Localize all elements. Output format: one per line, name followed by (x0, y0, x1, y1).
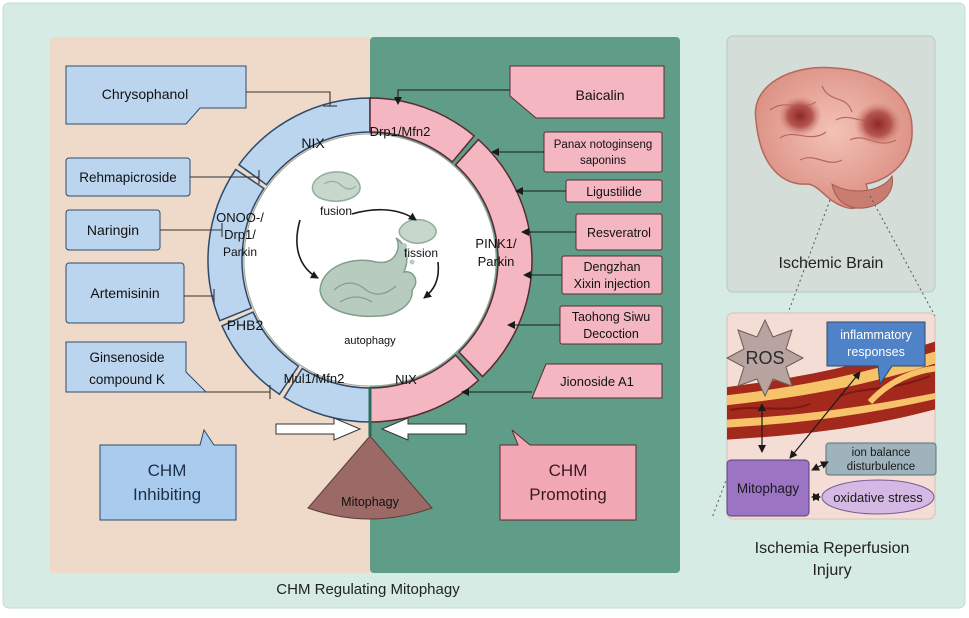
zoom-line-left (711, 199, 831, 519)
brain-illustration (754, 66, 913, 209)
ring-label-mul1: Mul1/Mfn2 (284, 371, 345, 386)
chm-promoting-line1: CHM (549, 461, 588, 480)
cycle-arrow-top (351, 208, 417, 221)
oxidative-stress-ellipse (821, 479, 935, 515)
inflammatory-callout (826, 321, 926, 386)
figure-title: CHM Regulating Mitophagy (276, 581, 460, 598)
mitophagy-cone (307, 435, 433, 520)
baicalin-label: Baicalin (575, 87, 624, 103)
chm-promoting-callout (499, 429, 637, 521)
mitochondrion-fission-icon (398, 218, 437, 244)
ion-balance-line2: disturbulence (847, 461, 915, 473)
inflammatory-line2: responses (847, 345, 905, 359)
ring-label-pink1-line2: Parkin (478, 254, 515, 269)
ring-segment-drp1 (369, 97, 476, 164)
fusion-label: fusion (320, 204, 352, 218)
injury-caption-line2: Injury (812, 562, 851, 579)
taohong-label-line2: Decoction (583, 327, 639, 341)
oxidative-stress-label: oxidative stress (833, 490, 923, 505)
ring-segment-nix-left (237, 97, 371, 186)
resveratrol-label: Resveratrol (587, 226, 651, 240)
ginsenoside-label-line2: compound K (89, 372, 165, 387)
left-white-arrow (275, 417, 362, 441)
convergence-arrows (275, 417, 467, 441)
chrysophanol-label: Chrysophanol (102, 86, 188, 102)
autophagy-mitochondrion-icon (319, 237, 417, 318)
chm-inhibiting-callout (99, 428, 237, 521)
ring-label-pink1-line1: PINK1/ (475, 236, 517, 251)
ring-segment-onoo (207, 168, 265, 322)
inhibition-lines (160, 91, 337, 399)
ischemic-brain-caption: Ischemic Brain (779, 255, 884, 272)
ros-star-icon (725, 318, 805, 398)
mitochondrion-fused-icon (311, 171, 361, 202)
injury-caption-line1: Ischemia Reperfusion (755, 540, 910, 557)
ligustilide-label: Ligustilide (586, 185, 642, 199)
right-white-arrow (380, 417, 467, 441)
ring-label-nix-left: NIX (301, 135, 325, 151)
chrysophanol-box (65, 65, 247, 125)
panax-label-line2: saponins (580, 155, 626, 167)
fusion-arrow (296, 219, 319, 279)
fission-arrow (423, 261, 440, 299)
ring-label-drp1: Drp1/Mfn2 (370, 124, 431, 139)
fission-label: fission (404, 246, 438, 260)
baicalin-arrow (394, 89, 510, 105)
ischemic-spot-left (778, 96, 822, 136)
dengzhan-label-line2: Xixin injection (574, 277, 650, 291)
ring-segment-phb2 (221, 311, 300, 396)
artemisinin-box (65, 262, 185, 324)
dengzhan-label-line1: Dengzhan (584, 260, 641, 274)
jionoside-box (531, 363, 663, 399)
ginsenoside-label-line1: Ginsenoside (89, 350, 164, 365)
autophagy-label: autophagy (344, 335, 396, 347)
jionoside-label: Jionoside A1 (560, 374, 634, 389)
promotion-arrows (461, 148, 576, 396)
chm-inhibiting-line2: Inhibiting (133, 485, 201, 504)
mitophagy-box-label: Mitophagy (737, 481, 800, 496)
ring-label-nix-right: NIX (395, 372, 417, 387)
rehmapicroside-label: Rehmapicroside (79, 170, 177, 185)
naringin-label: Naringin (87, 222, 139, 238)
inflammatory-line1: inflammatory (840, 328, 912, 342)
injury-panel: ROS inflammatory responses ion balance d… (725, 312, 937, 520)
mitophagy-box (726, 459, 810, 517)
ring-center-disc (243, 133, 497, 387)
injury-arrows (758, 371, 861, 501)
ion-balance-line1: ion balance (852, 447, 911, 459)
ring-label-onoo-line3: Parkin (223, 245, 257, 259)
artemisinin-label: Artemisinin (90, 285, 159, 301)
ring-label-onoo-line1: ONOO-/ (216, 210, 264, 225)
panax-label-line1: Panax notoginseng (554, 139, 652, 151)
baicalin-box (509, 65, 665, 119)
chm-promoting-line2: Promoting (529, 485, 606, 504)
taohong-label-line1: Taohong Siwu (572, 310, 651, 324)
ischemic-spot-right (854, 102, 902, 146)
ring-label-onoo-line2: Drp1/ (224, 227, 256, 242)
ring-label-phb2: PHB2 (227, 317, 264, 333)
inhibitor-list: Chrysophanol Rehmapicroside Naringin Art… (65, 65, 337, 399)
ring-segment-pink1 (454, 138, 533, 378)
ginsenoside-box (65, 341, 208, 393)
chm-inhibiting-line1: CHM (148, 461, 187, 480)
mitochondria-illustration: fusion fission autophagy (296, 171, 440, 347)
ros-label: ROS (745, 348, 784, 368)
mitophagy-cone-label: Mitophagy (341, 495, 399, 509)
promoter-list: Baicalin Panax notoginseng saponins Ligu… (394, 65, 665, 399)
